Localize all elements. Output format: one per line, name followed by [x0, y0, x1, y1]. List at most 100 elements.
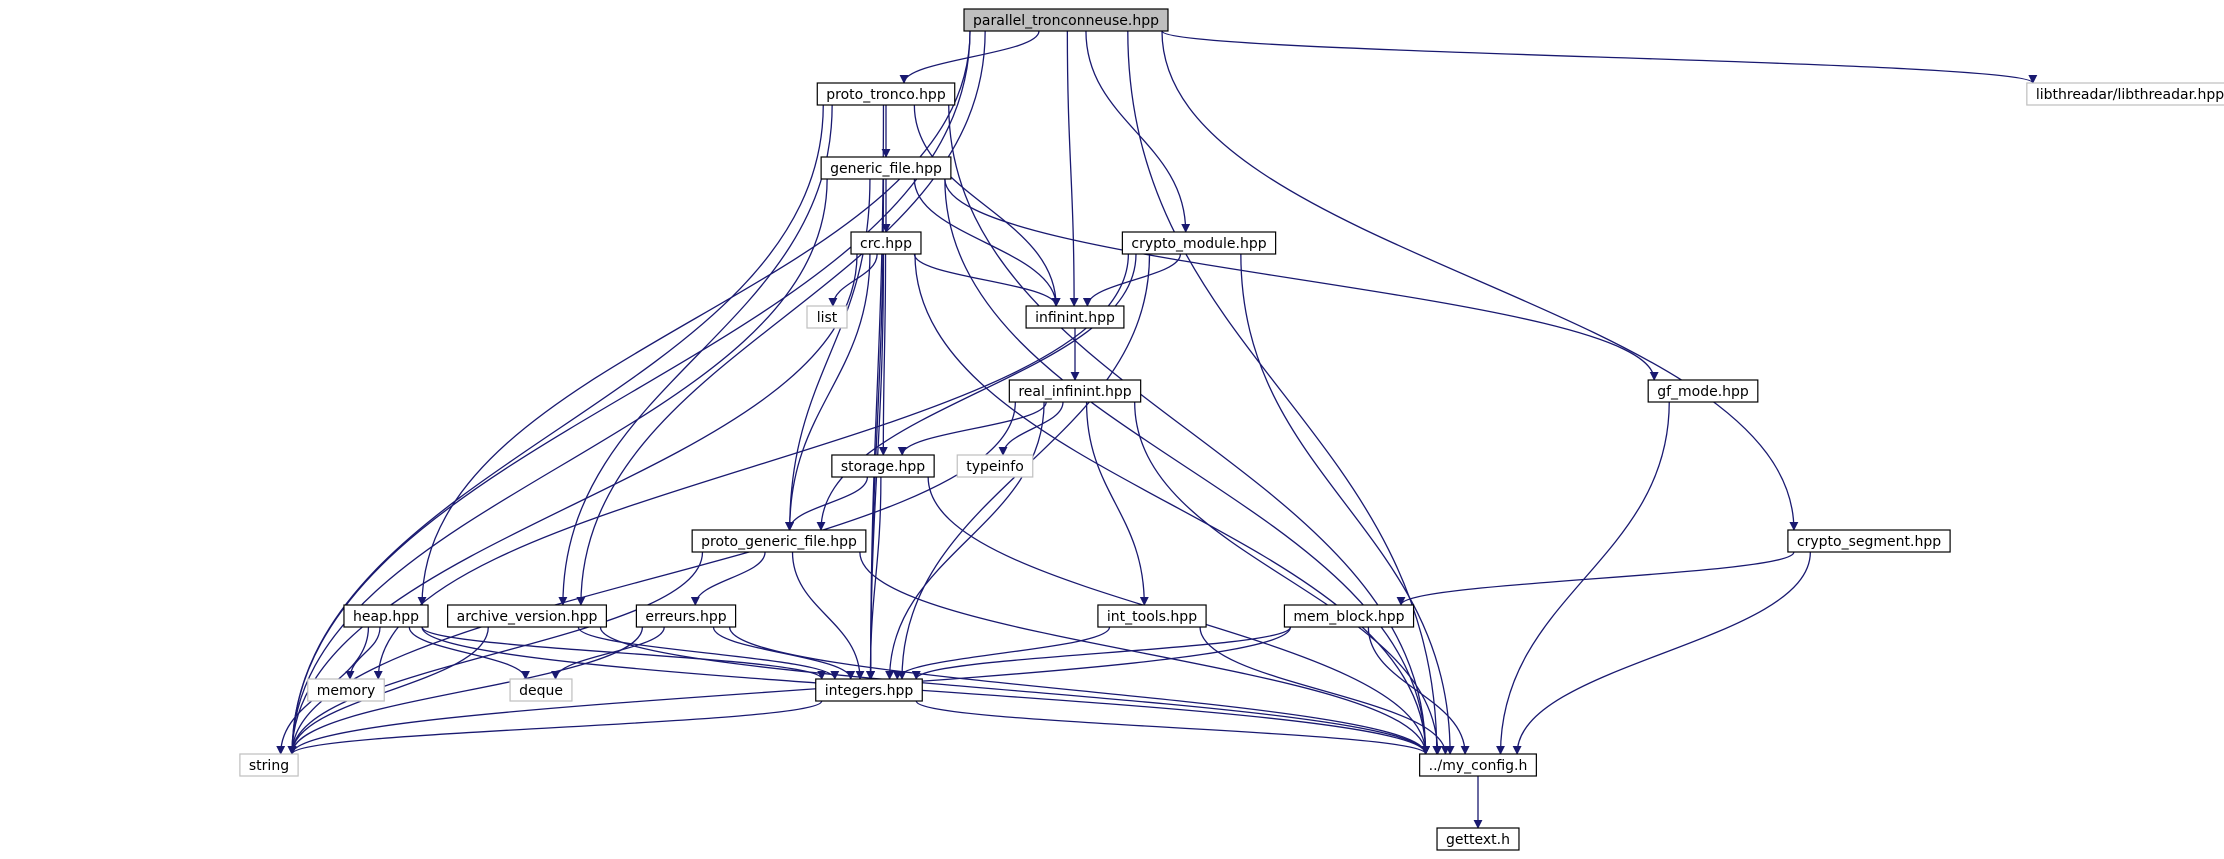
node-box [1436, 827, 1520, 851]
edge-crc-to-my_config [914, 253, 1431, 755]
node-label: storage.hpp [841, 459, 925, 475]
edge-generic_file-to-infinint [913, 178, 1061, 307]
node-proto-generic-file[interactable]: proto_generic_file.hpp [691, 529, 867, 553]
node-box [820, 156, 952, 180]
node-gf-mode[interactable]: gf_mode.hpp [1647, 379, 1759, 403]
node-parallel-tronconneuse[interactable]: parallel_tronconneuse.hpp [963, 8, 1169, 32]
edge-crypto_module-to-infinint [1082, 253, 1182, 307]
edge-proto_tronco-to-archive_version [558, 104, 833, 606]
edge-mem_block-to-my_config [1367, 626, 1470, 755]
node-string: string [239, 753, 299, 777]
node-box [1787, 529, 1951, 553]
node-box [806, 305, 848, 329]
node-label: mem_block.hpp [1293, 609, 1404, 625]
edge-proto_generic_file-to-string [287, 551, 704, 755]
edge-heap-to-deque [408, 626, 530, 680]
edge-parallel_tronconneuse-to-heap [417, 30, 971, 606]
edge-crypto_segment-to-my_config [1512, 551, 1811, 755]
edge-proto_generic_file-to-integers [791, 551, 865, 680]
edge-storage-to-proto_generic_file [784, 476, 869, 531]
edge-parallel_tronconneuse-to-libthreadar [1161, 30, 2038, 84]
node-box [2026, 82, 2224, 106]
edge-parallel_tronconneuse-to-proto_tronco [899, 30, 1040, 84]
node-label: list [817, 310, 838, 326]
edge-real_infinint-to-int_tools [1085, 401, 1149, 606]
node-label: memory [317, 683, 376, 699]
edge-heap-to-my_config [421, 626, 1430, 755]
edge-archive_version-to-my_config [599, 626, 1431, 755]
edge-real_infinint-to-typeinfo [998, 401, 1064, 456]
node-label: proto_tronco.hpp [826, 87, 946, 103]
edge-mem_block-to-string [287, 626, 1292, 755]
edge-generic_file-to-string [287, 178, 828, 755]
edge-parallel_tronconneuse-to-my_config [1127, 30, 1442, 755]
node-integers[interactable]: integers.hpp [815, 678, 923, 702]
edge-crypto_module-to-proto_generic_file [816, 253, 1137, 531]
edge-erreurs-to-deque [551, 626, 665, 680]
edge-crc-to-proto_generic_file [785, 253, 871, 531]
node-box [831, 454, 935, 478]
edge-parallel_tronconneuse-to-crypto_segment [1161, 30, 1799, 531]
node-proto-tronco[interactable]: proto_tronco.hpp [816, 82, 956, 106]
node-archive-version[interactable]: archive_version.hpp [447, 604, 607, 628]
node-gettext[interactable]: gettext.h [1436, 827, 1520, 851]
node-generic-file[interactable]: generic_file.hpp [820, 156, 952, 180]
node-box [635, 604, 737, 628]
node-erreurs[interactable]: erreurs.hpp [635, 604, 737, 628]
node-label: crc.hpp [860, 236, 912, 252]
node-heap[interactable]: heap.hpp [343, 604, 429, 628]
node-infinint[interactable]: infinint.hpp [1025, 305, 1125, 329]
edge-erreurs-to-string [287, 626, 644, 755]
edge-crc-to-string [287, 253, 858, 755]
node-box [1025, 305, 1125, 329]
edge-crypto_segment-to-mem_block [1396, 551, 1795, 606]
node-box [956, 454, 1034, 478]
edge-heap-to-memory [345, 626, 381, 680]
node-mem-block[interactable]: mem_block.hpp [1283, 604, 1415, 628]
node-box [815, 678, 923, 702]
node-label: libthreadar/libthreadar.hpp [2036, 87, 2224, 103]
node-label: crypto_segment.hpp [1797, 534, 1941, 550]
node-box [850, 231, 922, 255]
node-typeinfo: typeinfo [956, 454, 1034, 478]
node-real-infinint[interactable]: real_infinint.hpp [1008, 379, 1142, 403]
node-crypto-segment[interactable]: crypto_segment.hpp [1787, 529, 1951, 553]
node-label: ../my_config.h [1429, 758, 1528, 774]
edge-proto_generic_file-to-erreurs [690, 551, 766, 606]
edge-proto_generic_file-to-my_config [859, 551, 1431, 755]
node-label: string [249, 758, 289, 774]
node-box [816, 82, 956, 106]
node-memory: memory [307, 678, 385, 702]
node-box [343, 604, 429, 628]
node-crypto-module[interactable]: crypto_module.hpp [1121, 231, 1277, 255]
node-box [509, 678, 573, 702]
node-crc[interactable]: crc.hpp [850, 231, 922, 255]
node-label: int_tools.hpp [1107, 609, 1197, 625]
node-label: archive_version.hpp [457, 609, 598, 625]
edge-proto_tronco-to-my_config [948, 104, 1431, 755]
node-label: proto_generic_file.hpp [701, 534, 857, 550]
edge-crypto_module-to-my_config [1240, 253, 1455, 755]
edge-proto_tronco-to-integers [866, 104, 885, 680]
edge-generic_file-to-my_config [944, 178, 1431, 755]
node-label: heap.hpp [353, 609, 419, 625]
node-label: crypto_module.hpp [1131, 236, 1266, 252]
node-label: erreurs.hpp [645, 609, 726, 625]
node-label: deque [519, 683, 563, 699]
node-storage[interactable]: storage.hpp [831, 454, 935, 478]
node-box [1647, 379, 1759, 403]
edge-integers-to-string [287, 700, 823, 755]
node-label: gf_mode.hpp [1657, 384, 1749, 400]
node-libthreadar: libthreadar/libthreadar.hpp [2026, 82, 2224, 106]
node-my-config[interactable]: ../my_config.h [1419, 753, 1537, 777]
node-box [447, 604, 607, 628]
node-box [1097, 604, 1207, 628]
edge-generic_file-to-gf_mode [944, 178, 1659, 381]
edge-real_infinint-to-storage [897, 401, 1047, 456]
node-int-tools[interactable]: int_tools.hpp [1097, 604, 1207, 628]
edge-mem_block-to-integers [911, 626, 1292, 680]
node-box [691, 529, 867, 553]
node-box [963, 8, 1169, 32]
edge-erreurs-to-my_config [728, 626, 1431, 755]
